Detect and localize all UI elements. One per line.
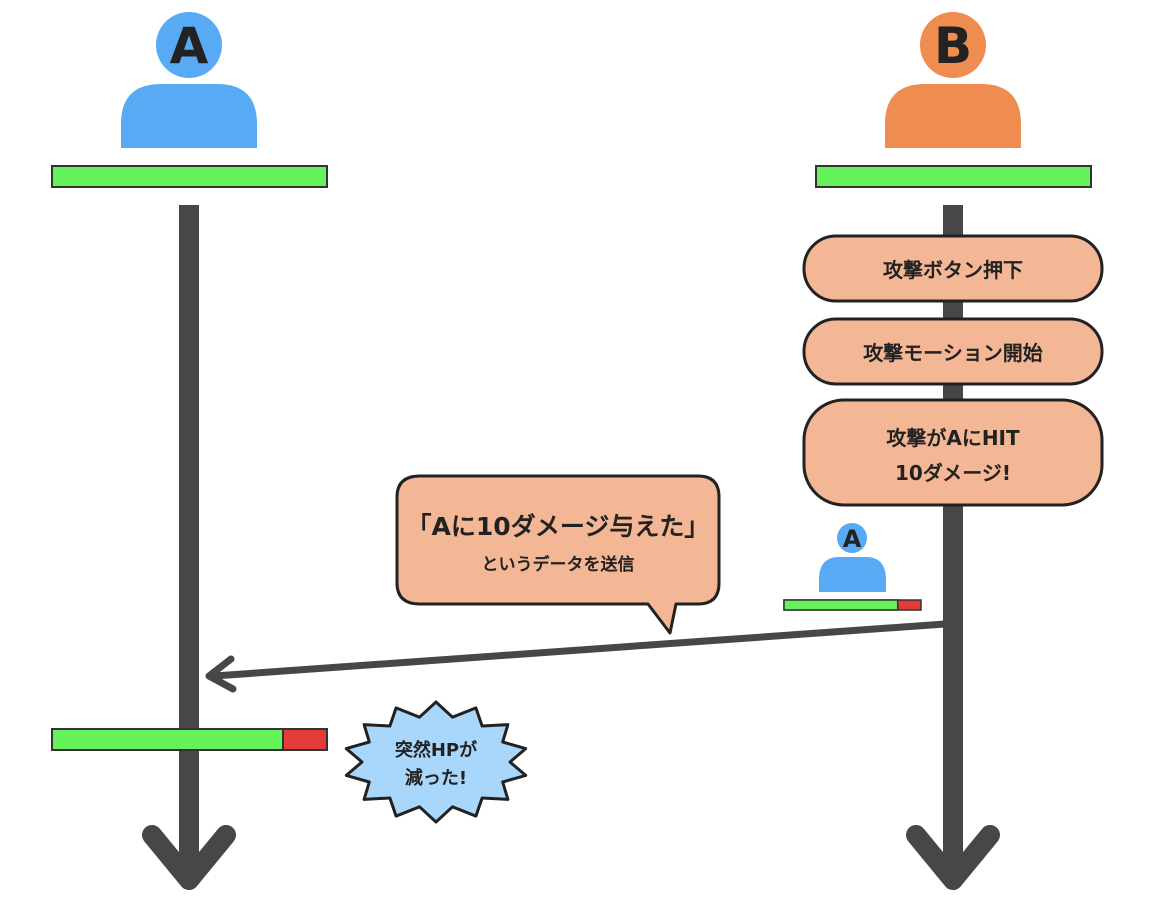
player-b: B	[885, 12, 1021, 148]
step-hit-box	[802, 398, 1104, 507]
message-bubble: 「Aに10ダメージ与えた」 というデータを送信	[395, 474, 721, 635]
surprise-line2: 減った!	[405, 767, 467, 789]
player-b-head	[920, 12, 986, 78]
timeline-b	[906, 205, 1000, 890]
step-attack-button: 攻撃ボタン押下	[802, 234, 1104, 303]
b-view-of-a-hp-fill	[783, 599, 899, 611]
b-view-of-a-head	[837, 523, 867, 553]
step-attack-motion-text: 攻撃モーション開始	[863, 341, 1043, 365]
player-a-hp-fill	[51, 165, 328, 188]
b-view-of-a-body	[819, 557, 886, 592]
data-send-arrow	[205, 620, 949, 693]
surprise-burst-shape	[344, 700, 528, 824]
b-view-of-a: A	[783, 523, 922, 611]
step-attack-button-text: 攻撃ボタン押下	[883, 258, 1023, 282]
data-send-arrow-head	[205, 655, 237, 693]
step-hit: 攻撃がAにHIT 10ダメージ!	[802, 398, 1104, 507]
player-a-hp-bar-after	[51, 728, 328, 751]
b-view-of-a-label: A	[843, 525, 862, 553]
player-a: A	[121, 12, 257, 148]
player-b-body	[885, 84, 1021, 148]
surprise-line1: 突然HPが	[395, 739, 477, 761]
data-send-arrow-line	[210, 620, 949, 680]
step-hit-text-line2: 10ダメージ!	[895, 461, 1011, 485]
player-b-hp-fill	[815, 165, 1092, 188]
message-bubble-shape	[395, 474, 721, 635]
message-line2: というデータを送信	[482, 554, 635, 575]
timeline-a-arrowhead	[142, 825, 236, 890]
player-a-body	[121, 84, 257, 148]
step-hit-text-line1: 攻撃がAにHIT	[886, 426, 1020, 450]
player-a-hp-bar	[51, 165, 328, 188]
surprise-burst: 突然HPが 減った!	[344, 700, 528, 824]
step-attack-button-box	[802, 234, 1104, 303]
player-a-label: A	[170, 17, 209, 75]
player-b-hp-bar	[815, 165, 1092, 188]
step-attack-motion: 攻撃モーション開始	[802, 317, 1104, 386]
player-b-label: B	[934, 17, 972, 75]
step-attack-motion-box	[802, 317, 1104, 386]
timeline-b-arrowhead	[906, 825, 1000, 890]
player-a-hp-after-fill	[51, 728, 284, 751]
timeline-a	[142, 205, 236, 890]
player-a-head	[156, 12, 222, 78]
message-line1: 「Aに10ダメージ与えた」	[407, 512, 710, 541]
